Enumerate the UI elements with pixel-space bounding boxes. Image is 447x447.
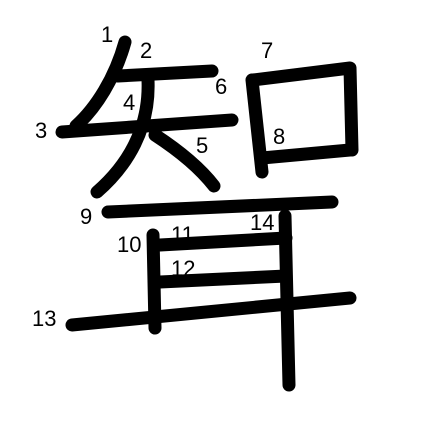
stroke-number-5: 5 bbox=[196, 133, 208, 158]
stroke-number-9: 9 bbox=[80, 204, 92, 229]
stroke-1 bbox=[69, 35, 132, 133]
stroke-5 bbox=[148, 128, 221, 193]
stroke-number-6: 6 bbox=[215, 74, 227, 99]
character-strokes bbox=[55, 35, 359, 392]
stroke-11 bbox=[153, 231, 293, 252]
stroke-9 bbox=[101, 195, 339, 219]
stroke-number-8: 8 bbox=[273, 124, 285, 149]
stroke-number-12: 12 bbox=[171, 256, 195, 281]
stroke-number-7: 7 bbox=[261, 38, 273, 63]
stroke-number-labels: 1 2 3 4 5 6 7 8 9 10 11 12 13 14 bbox=[32, 22, 285, 331]
stroke-number-2: 2 bbox=[140, 38, 152, 63]
stroke-14 bbox=[278, 209, 296, 392]
stroke-8 bbox=[255, 143, 357, 165]
stroke-2 bbox=[111, 64, 219, 83]
stroke-7 bbox=[246, 61, 359, 157]
stroke-number-14: 14 bbox=[250, 210, 274, 235]
stroke-4 bbox=[90, 73, 155, 199]
stroke-number-11: 11 bbox=[171, 222, 194, 247]
stroke-13 bbox=[65, 291, 357, 332]
stroke-number-3: 3 bbox=[35, 118, 47, 143]
stroke-number-4: 4 bbox=[123, 90, 135, 115]
stroke-number-10: 10 bbox=[117, 232, 141, 257]
stroke-12 bbox=[153, 269, 293, 289]
stroke-number-13: 13 bbox=[32, 306, 56, 331]
stroke-number-1: 1 bbox=[101, 22, 113, 47]
